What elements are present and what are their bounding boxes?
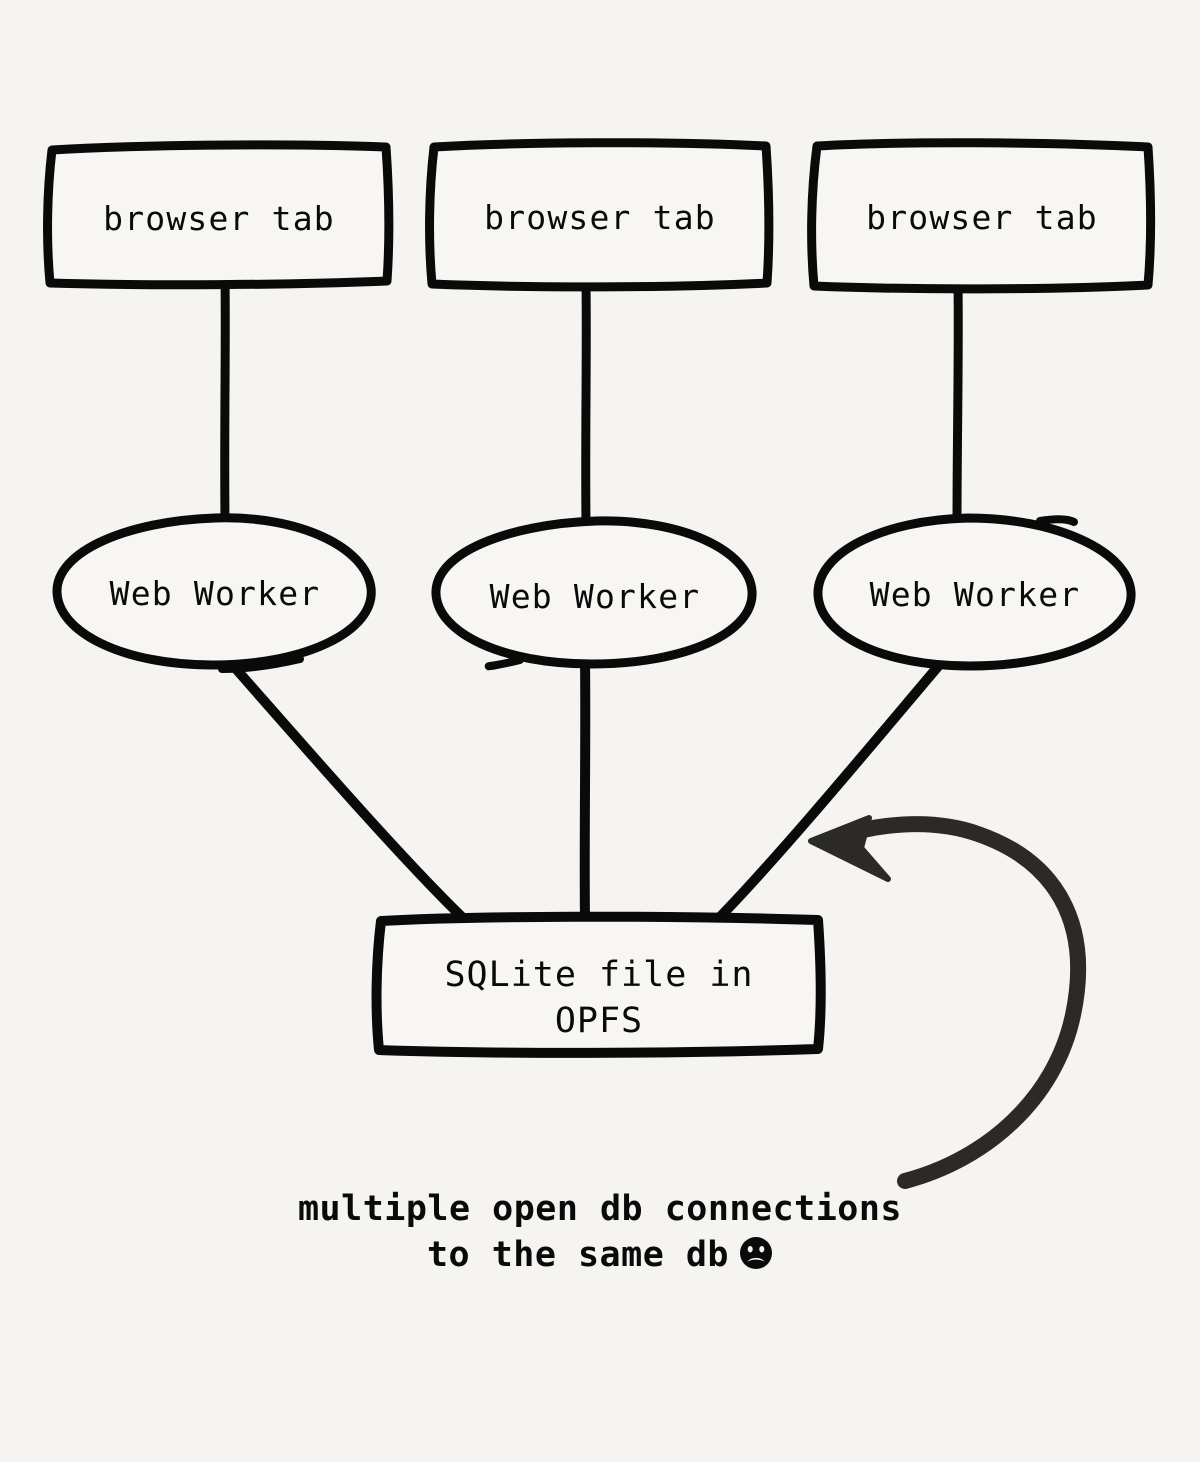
edge-tab3-worker3	[952, 280, 963, 525]
edge-tab2-worker2	[581, 278, 591, 528]
web-worker-ellipse-1[interactable]	[52, 513, 376, 673]
sqlite-opfs-box[interactable]	[371, 911, 826, 1058]
web-worker-ellipse-3[interactable]	[813, 513, 1136, 671]
annotation-line-2: to the same db	[426, 1235, 729, 1276]
annotation-line-1: multiple open db connections	[297, 1189, 902, 1229]
browser-tab-box-3[interactable]	[807, 138, 1156, 294]
frowning-face-icon	[739, 1236, 773, 1282]
edge-worker3-store	[714, 658, 946, 923]
browser-tab-box-1[interactable]	[43, 140, 394, 290]
browser-tab-box-2[interactable]	[425, 138, 774, 292]
annotation-arrow	[808, 815, 1087, 1189]
edge-worker1-store	[224, 656, 468, 923]
web-worker-ellipse-2[interactable]	[431, 516, 757, 671]
annotation-caption: multiple open db connections to the same …	[0, 1186, 1200, 1282]
edge-worker2-store	[579, 657, 591, 923]
edge-tab1-worker1	[220, 276, 230, 526]
